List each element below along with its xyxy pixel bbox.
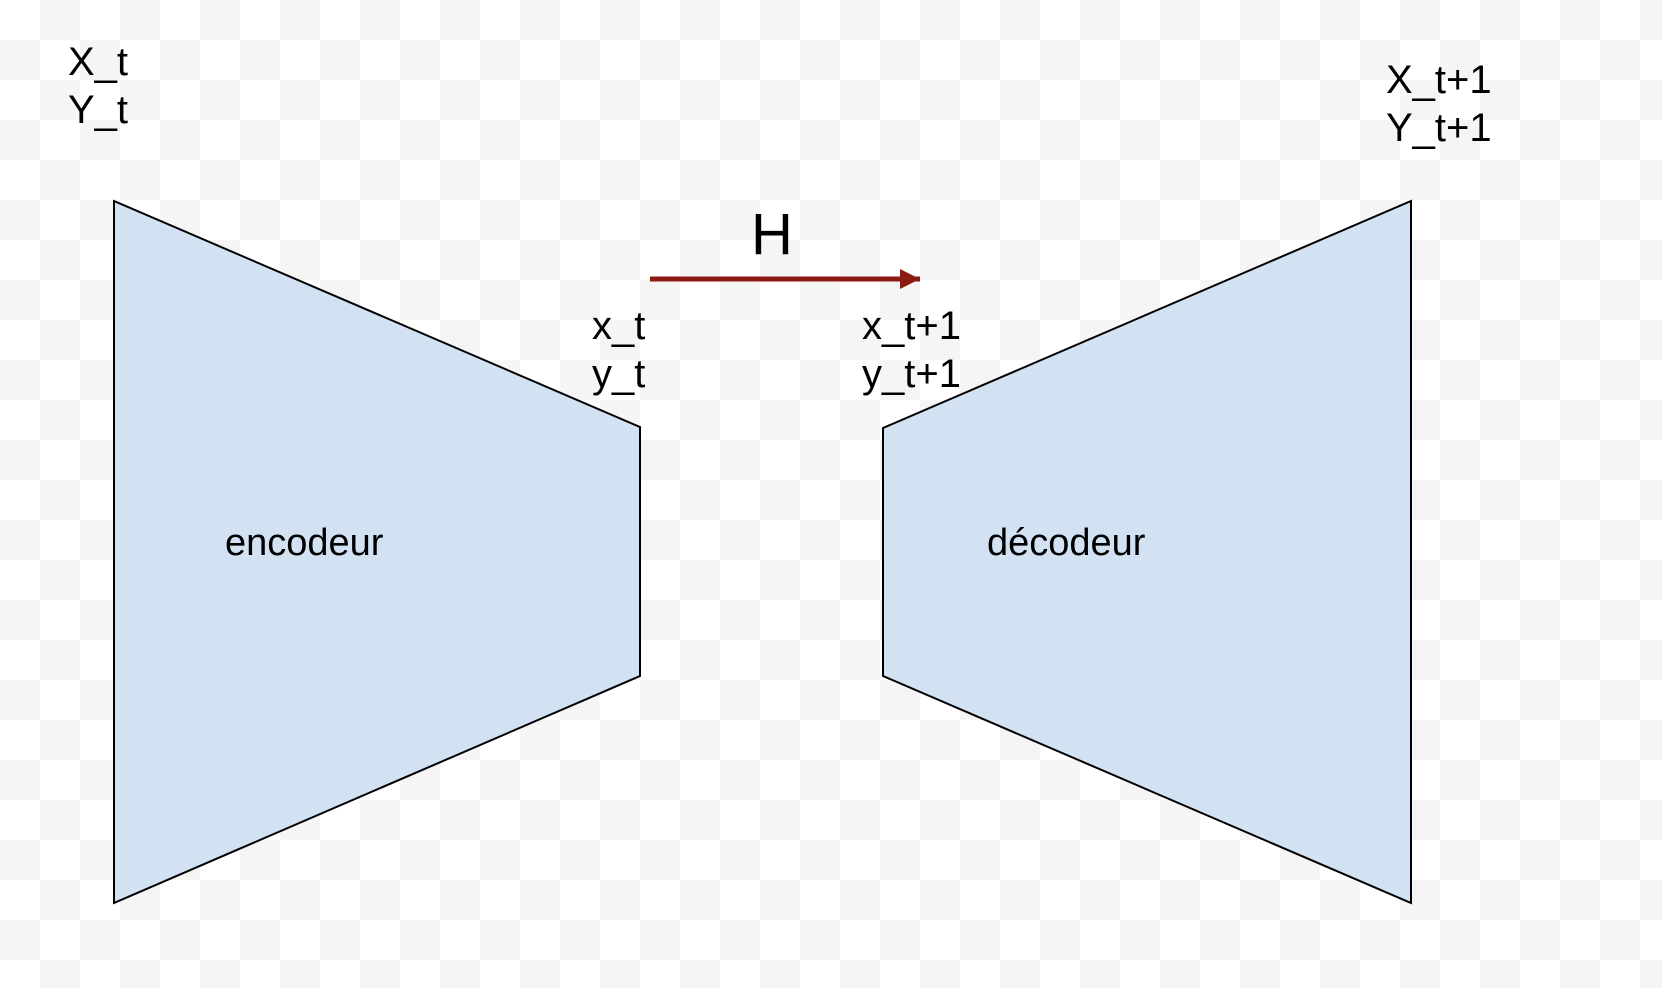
latent-y-t-label: y_t xyxy=(592,352,646,396)
decoder-trapezoid xyxy=(882,199,1412,905)
output-x-label: X_t+1 xyxy=(1386,58,1492,102)
encoder-trapezoid xyxy=(113,199,641,905)
decoder-label: décodeur xyxy=(987,522,1146,564)
transition-label: H xyxy=(751,202,793,267)
input-y-label: Y_t xyxy=(68,88,129,132)
latent-x-t1-label: x_t+1 xyxy=(862,304,961,348)
latent-t1-label: x_t+1 y_t+1 xyxy=(862,302,961,398)
input-label: X_t Y_t xyxy=(68,38,128,134)
latent-t-label: x_t y_t xyxy=(592,302,645,398)
latent-y-t1-label: y_t+1 xyxy=(862,352,961,396)
output-y-label: Y_t+1 xyxy=(1386,106,1492,150)
encoder-label: encodeur xyxy=(225,522,384,564)
output-label: X_t+1 Y_t+1 xyxy=(1386,56,1492,152)
latent-x-t-label: x_t xyxy=(592,304,646,348)
input-x-label: X_t xyxy=(68,40,129,84)
